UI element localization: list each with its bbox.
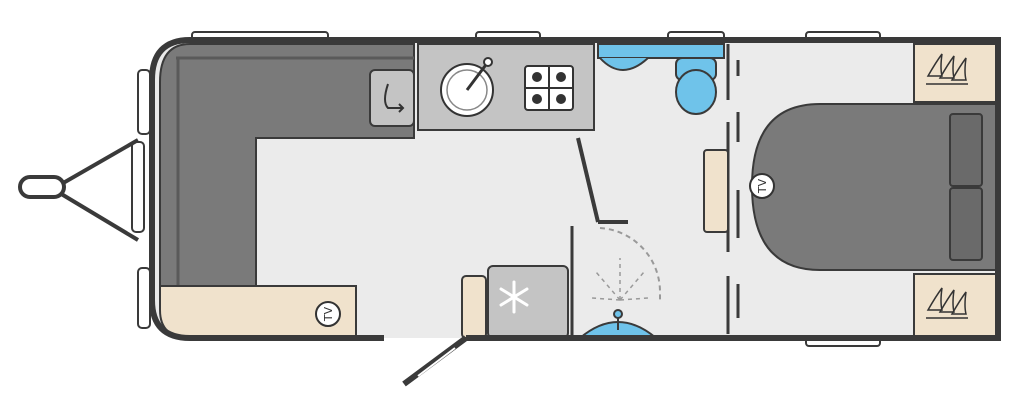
bed-icon <box>750 103 999 271</box>
door-icon[interactable] <box>402 335 468 387</box>
pillow-1 <box>949 113 983 187</box>
hob-icon <box>524 65 574 111</box>
sink-icon <box>440 57 494 117</box>
front-lounge-backrest <box>176 56 414 286</box>
tv-label-bedroom: TV <box>756 178 769 194</box>
window-front-2 <box>131 141 145 233</box>
toilet-icon <box>597 43 725 115</box>
fridge <box>461 265 569 339</box>
bedside-cabinet <box>703 149 729 233</box>
wardrobe-icon <box>913 43 999 337</box>
oven-icon <box>384 83 402 109</box>
front-lounge-seating <box>159 43 415 287</box>
shower-icon <box>570 226 662 339</box>
window-front-3 <box>137 267 151 329</box>
caravan-outline <box>149 37 1001 341</box>
tv-front: TV <box>315 301 341 327</box>
window-front-1 <box>137 69 151 135</box>
tow-hitch <box>18 138 140 242</box>
tv-bedroom: TV <box>749 173 775 199</box>
pillow-2 <box>949 187 983 261</box>
fridge-snowflake-icon <box>499 280 529 314</box>
hitch-coupling <box>18 175 66 199</box>
tv-label-front: TV <box>322 306 335 322</box>
wardrobe-bottom <box>913 273 999 337</box>
oven-unit <box>369 69 415 127</box>
divider-wall <box>576 137 600 223</box>
